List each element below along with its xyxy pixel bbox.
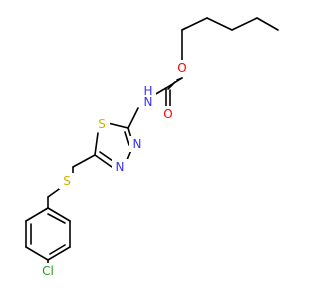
svg-text:N: N xyxy=(133,137,142,151)
atom-n-ring-upper: N xyxy=(129,136,145,152)
bond-c5-ch2 xyxy=(72,154,96,168)
bond-butyl-3 xyxy=(206,17,233,31)
bond-butyl-1 xyxy=(256,17,279,31)
svg-text:S: S xyxy=(98,117,106,131)
bond-benzene-double-2 xyxy=(49,244,66,255)
bond-benzene-3 xyxy=(25,246,49,261)
svg-text:N: N xyxy=(116,160,125,174)
svg-text:S: S xyxy=(63,174,71,188)
molecule-structure: O O H N S N N S Cl xyxy=(25,17,279,279)
svg-text:N: N xyxy=(144,95,153,109)
atom-o-ester: O xyxy=(174,60,190,76)
bond-c5-n4-double xyxy=(99,151,114,162)
atom-s-thioether: S xyxy=(59,173,75,189)
svg-text:H: H xyxy=(143,84,152,98)
svg-text:O: O xyxy=(177,61,186,75)
bond-c5-n4 xyxy=(94,154,113,168)
svg-text:O: O xyxy=(163,107,172,121)
svg-text:Cl: Cl xyxy=(42,264,54,278)
atom-cl: Cl xyxy=(37,263,59,279)
atom-s-ring: S xyxy=(94,116,110,132)
bond-carbonyl-c-o xyxy=(165,77,183,89)
bond-benzene-double-3 xyxy=(47,213,66,224)
molecule-canvas: O O H N S N N S Cl xyxy=(25,17,279,279)
bond-s-c5 xyxy=(94,132,99,156)
atom-o-carbonyl: O xyxy=(160,106,176,122)
bond-benzene-4 xyxy=(47,246,71,261)
bond-c2-s xyxy=(107,122,129,129)
bond-benzene-1 xyxy=(25,207,49,222)
atom-n-ring-lower: N xyxy=(112,159,128,175)
bond-benzene-6 xyxy=(47,207,71,222)
bond-n3-c2-double xyxy=(124,131,130,146)
bond-nh-c2 xyxy=(127,107,139,129)
atom-nh: H N xyxy=(140,84,156,114)
bond-butyl-2 xyxy=(231,17,258,31)
